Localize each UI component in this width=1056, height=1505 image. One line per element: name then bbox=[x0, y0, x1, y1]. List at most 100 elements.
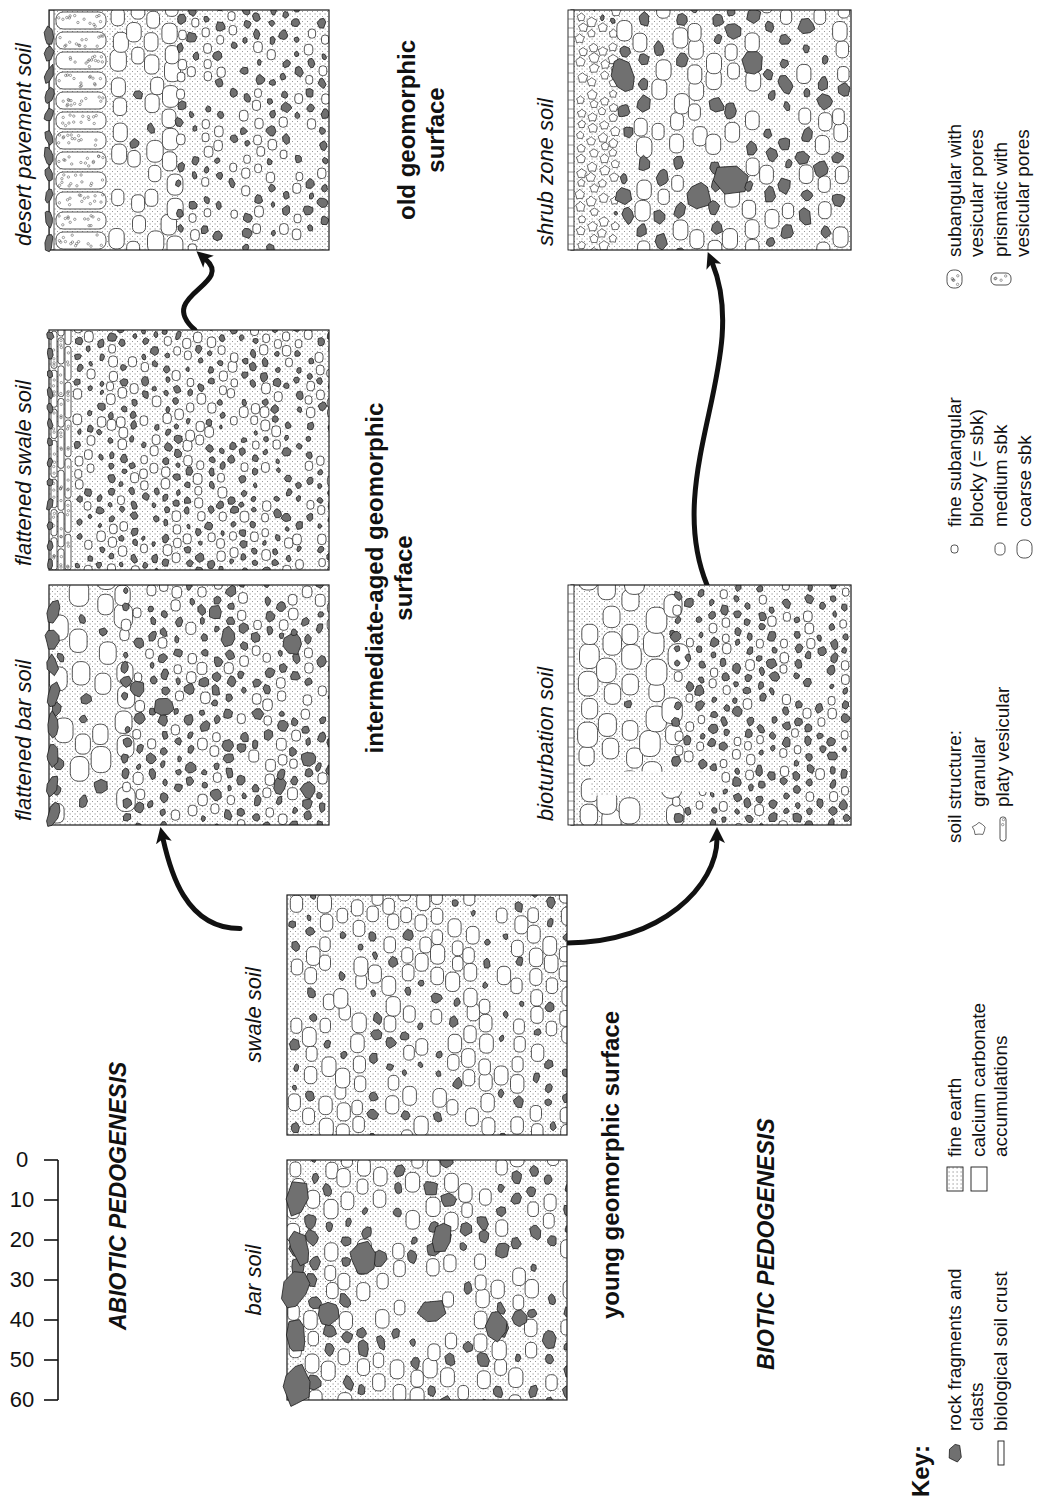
rock-fragment bbox=[767, 631, 776, 641]
rock-fragment bbox=[176, 180, 181, 187]
soil-ped bbox=[244, 155, 251, 163]
soil-ped bbox=[191, 230, 200, 241]
rock-fragment bbox=[187, 32, 197, 42]
rock-fragment bbox=[122, 768, 129, 779]
soil-ped bbox=[253, 441, 259, 449]
rock-fragment bbox=[471, 911, 475, 917]
soil-ped bbox=[351, 1034, 365, 1053]
surface bbox=[47, 332, 55, 569]
crust-hatch bbox=[568, 675, 574, 676]
rock-fragment bbox=[262, 399, 268, 406]
rock-fragment bbox=[216, 201, 221, 210]
peds bbox=[288, 895, 567, 1135]
rock-fragment bbox=[833, 611, 837, 618]
rock-fragment bbox=[547, 918, 553, 927]
soil-ped bbox=[603, 632, 622, 655]
rock-fragment bbox=[131, 528, 138, 536]
rock-fragment bbox=[211, 789, 222, 801]
soil-ped bbox=[186, 622, 196, 634]
soil-ped bbox=[260, 345, 268, 355]
rock-fragment bbox=[47, 403, 53, 413]
rock-fragment bbox=[254, 795, 261, 806]
rock-fragment bbox=[295, 51, 299, 57]
rock-fragment bbox=[176, 769, 182, 775]
soil-ped bbox=[254, 42, 263, 53]
rock-fragment bbox=[267, 626, 273, 635]
soil-profile-illustration bbox=[49, 585, 329, 825]
fine-earth bbox=[571, 585, 851, 825]
soil-ped bbox=[262, 550, 271, 561]
soil-profile-illustration bbox=[49, 10, 329, 250]
rock-fragment bbox=[310, 1014, 317, 1022]
rock-fragment bbox=[563, 1093, 568, 1102]
rock-fragment bbox=[290, 776, 298, 785]
crust-hatch bbox=[568, 657, 574, 658]
rock-fragment bbox=[270, 110, 276, 118]
rock-fragment bbox=[408, 1250, 417, 1264]
rock-fragment bbox=[806, 779, 812, 787]
depth-scale bbox=[44, 1160, 58, 1400]
rock-fragment bbox=[784, 793, 790, 799]
rock-fragment bbox=[230, 330, 237, 334]
soil-ped bbox=[189, 214, 196, 223]
peds bbox=[578, 585, 850, 825]
rock-fragment bbox=[209, 457, 215, 463]
rock-fragment bbox=[282, 448, 292, 457]
rock-fragment bbox=[201, 634, 208, 642]
soil-ped bbox=[112, 144, 127, 164]
vesicle bbox=[73, 77, 75, 79]
rock-fragment bbox=[285, 422, 291, 429]
soil-ped bbox=[719, 802, 727, 812]
vesicle bbox=[66, 199, 68, 201]
vesicle bbox=[63, 174, 65, 176]
vesicle bbox=[53, 391, 55, 393]
rock-fragment bbox=[158, 714, 168, 726]
soil-ped bbox=[187, 67, 195, 77]
soil-ped bbox=[76, 480, 84, 489]
soil-ped bbox=[249, 750, 259, 762]
rock-fragment bbox=[208, 378, 214, 384]
soil-ped bbox=[698, 716, 704, 724]
soil-ped bbox=[254, 135, 262, 145]
rock-fragment bbox=[174, 709, 179, 715]
soil-ped bbox=[197, 663, 207, 675]
rock-fragment bbox=[231, 42, 237, 49]
soil-ped bbox=[673, 605, 681, 615]
granule bbox=[578, 241, 586, 248]
rock-fragment bbox=[241, 554, 246, 561]
soil-ped bbox=[240, 511, 249, 522]
soil-ped bbox=[394, 1300, 405, 1315]
soil-ped bbox=[711, 668, 718, 677]
rock-fragment bbox=[756, 586, 762, 592]
soil-ped bbox=[445, 1333, 456, 1349]
rock-fragment bbox=[267, 159, 272, 165]
rock-fragment bbox=[358, 944, 363, 950]
rock-fragment bbox=[307, 477, 313, 485]
vesicle bbox=[88, 118, 90, 120]
rock-fragment bbox=[283, 11, 289, 18]
crust-hatch bbox=[568, 819, 574, 820]
soil-profile-illustration bbox=[49, 330, 329, 570]
soil-ped bbox=[673, 220, 688, 240]
rock-fragment bbox=[254, 483, 257, 488]
rock-fragment bbox=[733, 663, 741, 674]
rock-fragment bbox=[121, 365, 127, 371]
soil-ped bbox=[546, 1375, 557, 1391]
soil-ped bbox=[783, 613, 790, 622]
soil-ped bbox=[167, 174, 183, 195]
vesicle bbox=[53, 362, 55, 364]
rock-fragment bbox=[280, 663, 288, 672]
rock-fragment bbox=[305, 634, 312, 644]
soil-ped bbox=[830, 792, 838, 802]
soil-ped bbox=[184, 456, 192, 466]
soil-ped bbox=[127, 241, 140, 250]
development-arrow bbox=[694, 263, 723, 585]
rock-fragment bbox=[369, 1092, 378, 1101]
soil-ped bbox=[416, 1039, 428, 1056]
soil-ped bbox=[293, 534, 302, 545]
scale-tick bbox=[44, 1319, 58, 1321]
soil-ped bbox=[305, 1354, 319, 1373]
vesicle bbox=[69, 114, 71, 116]
rock-fragment bbox=[281, 102, 292, 113]
rock-fragment bbox=[527, 1309, 537, 1317]
